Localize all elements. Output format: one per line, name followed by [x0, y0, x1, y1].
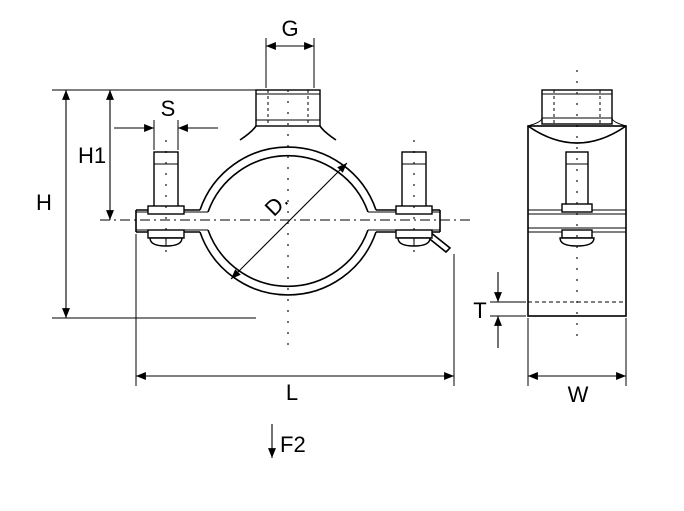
dimension-S: S	[114, 96, 218, 150]
right-bolt	[395, 151, 433, 247]
side-view	[527, 70, 627, 340]
dimension-L: L	[135, 234, 455, 405]
left-bolt	[147, 151, 185, 247]
dimension-H1: H1	[78, 89, 256, 220]
label-L: L	[286, 380, 298, 405]
front-view	[100, 89, 470, 345]
dimension-W: W	[527, 318, 627, 407]
dimension-G: G	[265, 16, 315, 88]
label-S: S	[161, 96, 176, 121]
load-F2: F2	[268, 424, 306, 458]
label-G: G	[281, 16, 298, 41]
label-D: D.	[260, 188, 293, 221]
label-H1: H1	[78, 143, 106, 168]
dimension-H: H	[36, 89, 256, 319]
dimension-T: T	[473, 272, 526, 348]
label-F2: F2	[280, 432, 306, 457]
label-H: H	[36, 190, 52, 215]
top-socket	[239, 89, 337, 141]
label-T: T	[473, 298, 486, 323]
label-W: W	[568, 382, 589, 407]
dimension-D: D.	[230, 162, 348, 280]
